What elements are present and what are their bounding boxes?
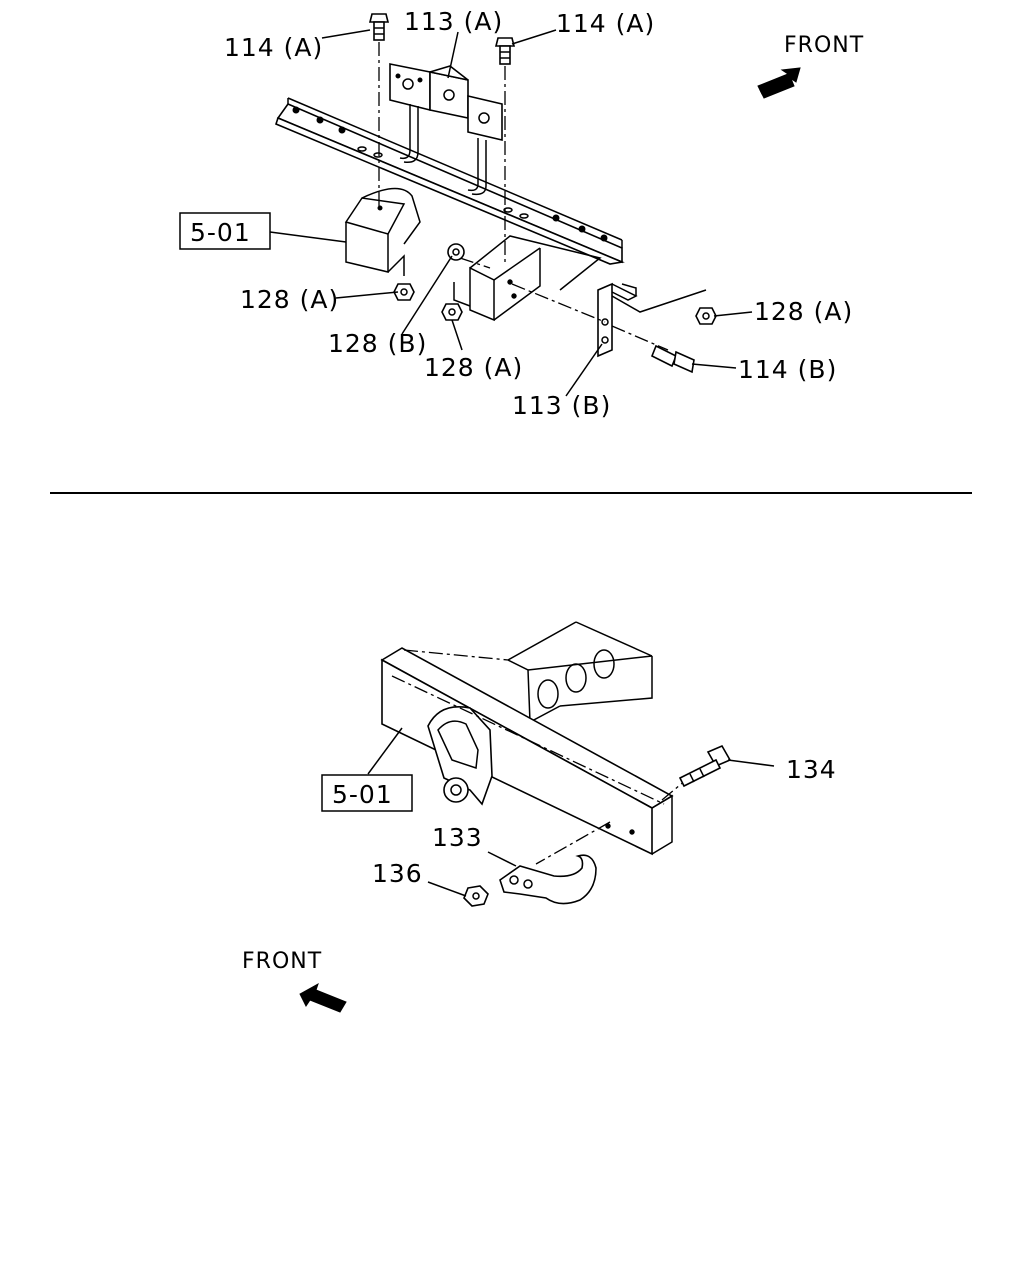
frame-rail xyxy=(507,621,653,724)
frame-bracket-center xyxy=(453,235,602,322)
bracket-113b xyxy=(597,282,707,358)
frame-ref-box-top xyxy=(179,212,271,250)
callout-114a-left: 114 (A) xyxy=(224,33,323,62)
callout-114b: 114 (B) xyxy=(738,355,837,384)
frame-channel-left xyxy=(344,187,421,276)
tow-hook-133 xyxy=(499,854,597,905)
callout-114a-right: 114 (A) xyxy=(556,9,655,38)
nut-136 xyxy=(463,885,489,907)
bolt-114b xyxy=(650,344,695,374)
tow-plate xyxy=(427,706,493,806)
bottom-assembly-view: FRONT 5-01 134 133 136 xyxy=(242,621,837,1013)
callout-113a: 113 (A) xyxy=(404,7,503,36)
callout-128b: 128 (B) xyxy=(328,329,427,358)
cross-member-bar xyxy=(275,97,625,265)
frame-ref-box-bottom xyxy=(321,774,413,812)
front-arrow-icon-bottom xyxy=(299,982,347,1013)
bolt-134 xyxy=(678,744,732,788)
front-arrow-icon-top xyxy=(757,67,801,99)
callout-128a-center: 128 (A) xyxy=(424,353,523,382)
bracket-113a xyxy=(389,63,503,196)
callout-134: 134 xyxy=(786,755,837,784)
callout-133: 133 xyxy=(432,823,483,852)
cross-member-front xyxy=(380,647,674,856)
callout-113b: 113 (B) xyxy=(512,391,611,420)
bolt-114a-left xyxy=(368,13,390,41)
front-label-bottom: FRONT xyxy=(242,949,322,974)
callout-5-01-top: 5-01 xyxy=(190,218,251,247)
nut-128a-right xyxy=(695,307,717,325)
nut-128a-center xyxy=(441,303,463,321)
top-assembly-view: FRONT 114 (A) 113 (A) 114 (A) 5-01 128 (… xyxy=(179,7,864,420)
callout-128a-left: 128 (A) xyxy=(240,285,339,314)
callout-5-01-bottom: 5-01 xyxy=(332,780,393,809)
front-label-top: FRONT xyxy=(784,33,864,58)
bolt-114a-right xyxy=(494,37,516,65)
callout-128a-right: 128 (A) xyxy=(754,297,853,326)
callout-136: 136 xyxy=(372,859,423,888)
